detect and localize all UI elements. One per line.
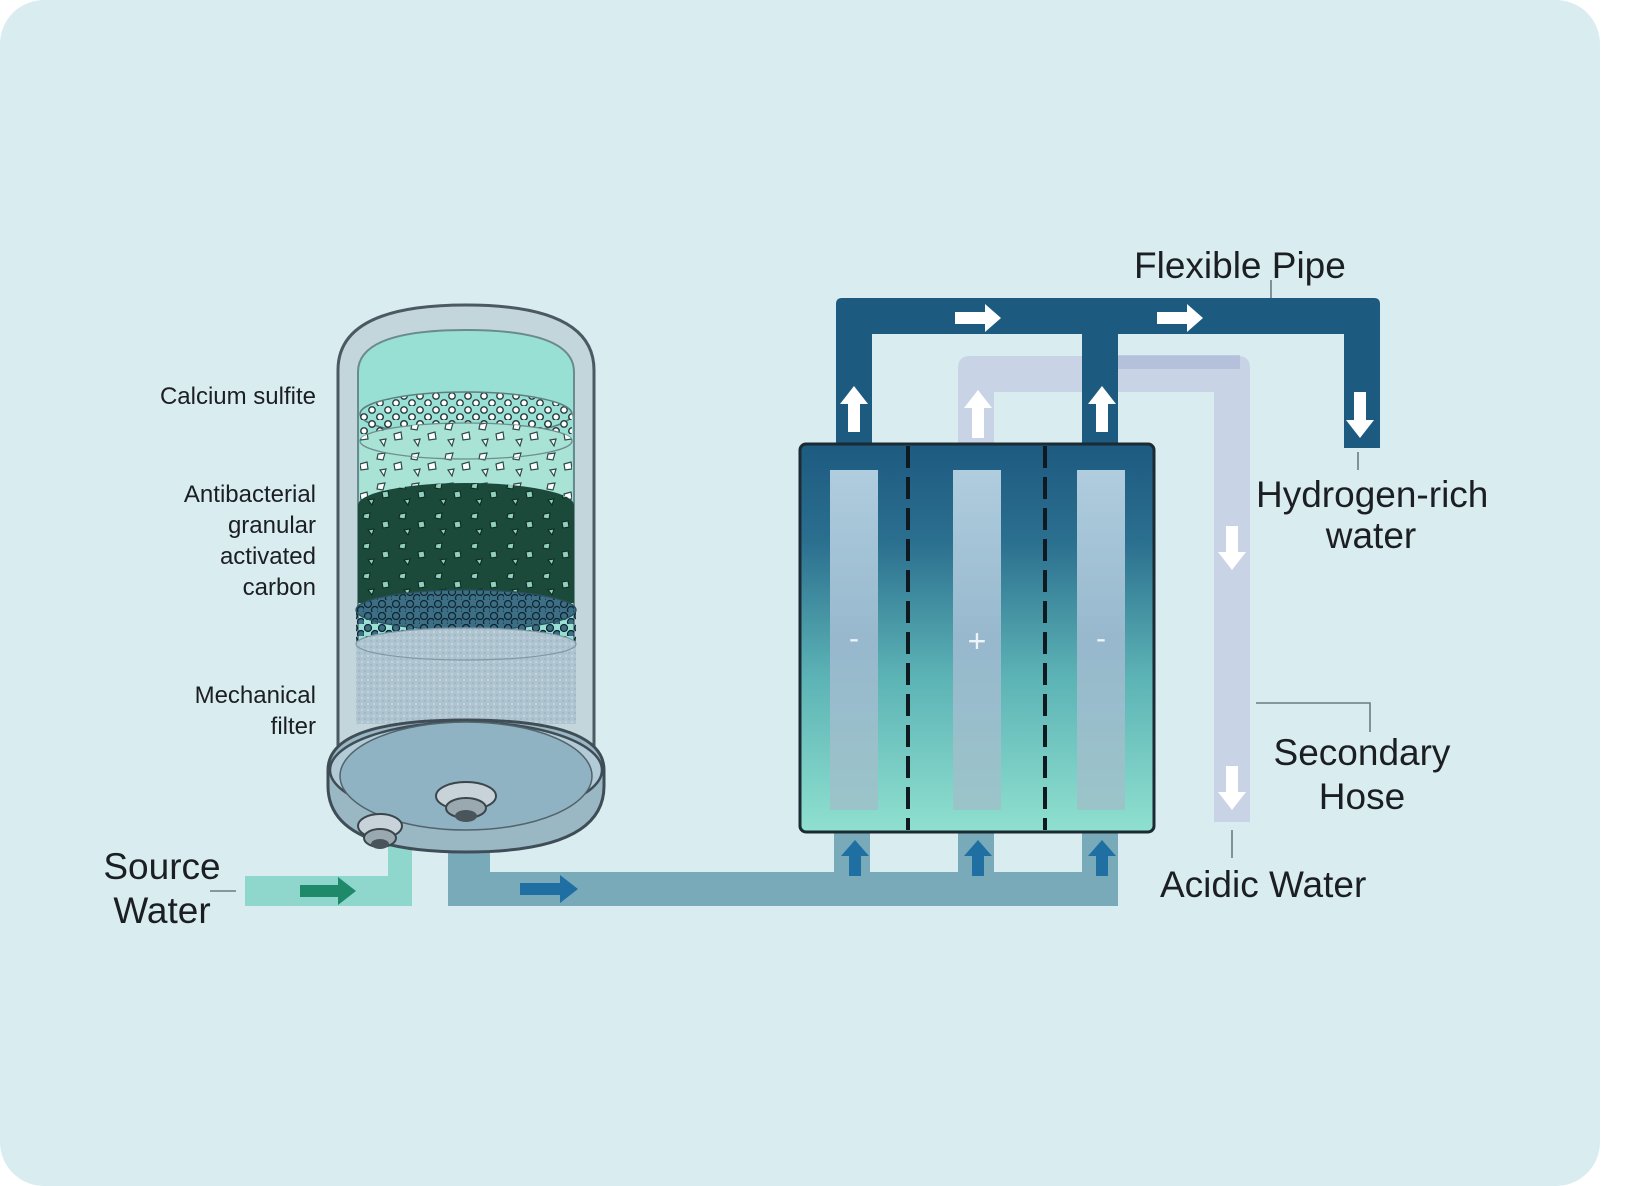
cathode-plate-left — [830, 470, 878, 810]
anode-plate — [953, 470, 1001, 810]
leader-lines — [210, 280, 1371, 892]
label-mechanical-line1: Mechanical — [194, 682, 316, 709]
label-carbon-line3: activated — [219, 543, 316, 570]
label-mechanical-line2: filter — [270, 713, 316, 740]
label-acidic-water: Acidic Water — [1160, 864, 1367, 905]
label-hydrogen-line1: Hydrogen-rich — [1256, 474, 1489, 515]
electrode-sign-middle: + — [968, 623, 987, 659]
filter-cartridge — [326, 303, 606, 854]
label-secondary-line2: Hose — [1318, 776, 1406, 817]
flexible-pipe-arrows — [840, 304, 1374, 438]
label-carbon-line1: Antibacterial — [183, 481, 316, 508]
electrolysis-tank — [798, 442, 1156, 834]
feed-flow-arrow — [520, 875, 578, 903]
secondary-hose-arrows — [964, 390, 1246, 810]
source-inlet-pipe — [245, 838, 412, 906]
label-flexible-pipe: Flexible Pipe — [1134, 245, 1346, 286]
inlet-fitting — [357, 813, 403, 849]
label-source-line1: Source — [103, 846, 221, 887]
activated-carbon-layer — [358, 483, 574, 603]
label-secondary-line1: Secondary — [1273, 732, 1451, 773]
label-carbon-line2: granular — [227, 512, 316, 539]
electrode-sign-left: - — [849, 622, 859, 655]
cell-inlet-arrows — [841, 840, 1116, 876]
label-carbon-line4: carbon — [242, 574, 316, 601]
flexible-pipe — [836, 298, 1380, 448]
label-calcium-sulfite: Calcium sulfite — [159, 383, 316, 410]
outlet-fitting — [435, 781, 497, 822]
label-hydrogen-line2: water — [1325, 515, 1417, 556]
label-source-line2: Water — [113, 890, 211, 931]
cathode-plate-right — [1077, 470, 1125, 810]
electrode-sign-right: - — [1096, 622, 1106, 655]
mechanical-filter-layer — [355, 627, 577, 724]
inlet-flow-arrow — [300, 877, 356, 905]
